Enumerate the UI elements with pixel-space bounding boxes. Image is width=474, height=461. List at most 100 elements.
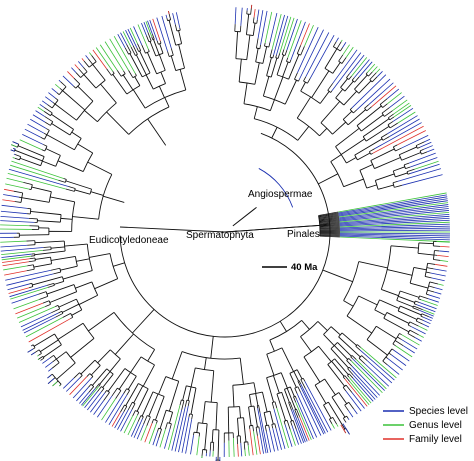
- tip-branch: [42, 357, 51, 364]
- tip-branch: [51, 88, 58, 94]
- tip-stem: [281, 49, 285, 55]
- tip-stem: [134, 73, 137, 76]
- internal-branch: [136, 388, 149, 412]
- tip-branch: [276, 407, 289, 448]
- internal-branch: [301, 320, 310, 330]
- tip-branch: [428, 294, 441, 299]
- tip-branch: [6, 177, 24, 183]
- internal-branch: [141, 391, 154, 417]
- internal-branch: [253, 382, 257, 394]
- internal-branch: [122, 74, 134, 91]
- tip-branch: [8, 287, 30, 294]
- tip-stem: [50, 267, 60, 271]
- internal-branch: [266, 57, 272, 76]
- tip-branch: [37, 355, 39, 357]
- tip-branch: [123, 415, 134, 434]
- tip-stem: [395, 147, 402, 152]
- pinales-tip: [339, 225, 450, 230]
- tip-stem: [156, 420, 158, 424]
- internal-branch: [347, 109, 366, 126]
- tip-stem: [42, 300, 50, 304]
- internal-branch: [366, 184, 377, 189]
- tip-stem: [40, 357, 45, 361]
- tip-stem: [26, 268, 35, 272]
- tip-branch: [96, 395, 113, 418]
- tip-stem: [419, 295, 429, 300]
- tip-stem: [146, 416, 151, 427]
- tip-stem: [348, 75, 352, 80]
- tip-branch: [89, 52, 92, 56]
- clade-arc: [186, 399, 190, 402]
- tip-branch: [419, 309, 434, 317]
- internal-branch: [56, 351, 67, 360]
- tip-branch: [111, 411, 121, 427]
- tip-branch: [148, 423, 157, 444]
- tip-branch: [409, 163, 440, 174]
- internal-branch: [338, 392, 348, 404]
- tip-stem: [298, 380, 302, 385]
- internal-branch: [78, 294, 98, 305]
- tip-stem: [369, 148, 375, 153]
- tip-branch: [58, 79, 61, 83]
- tip-stem: [342, 376, 346, 380]
- internal-branch: [383, 317, 410, 333]
- tip-stem: [392, 180, 398, 184]
- tip-branch: [345, 390, 362, 412]
- tip-stem: [73, 372, 80, 379]
- tip-branch: [299, 29, 324, 80]
- tip-branch: [300, 387, 325, 435]
- tip-branch: [101, 398, 117, 421]
- tip-stem: [346, 360, 353, 367]
- tip-stem: [88, 384, 92, 388]
- internal-branch: [324, 48, 338, 69]
- tip-stem: [379, 98, 388, 105]
- tip-stem: [14, 154, 21, 158]
- internal-arc: [113, 312, 155, 350]
- internal-branch: [272, 375, 280, 394]
- tip-stem: [123, 388, 128, 394]
- tip-branch: [7, 172, 66, 190]
- internal-branch: [57, 322, 84, 340]
- tip-branch: [295, 402, 312, 440]
- tip-branch: [290, 21, 306, 60]
- internal-branch: [370, 148, 395, 161]
- internal-branch: [343, 300, 354, 307]
- tip-branch: [144, 423, 153, 443]
- internal-branch: [375, 173, 395, 181]
- tip-branch: [436, 241, 450, 243]
- tip-stem: [421, 151, 428, 155]
- internal-arc: [40, 156, 45, 166]
- internal-branch: [417, 252, 435, 256]
- internal-branch: [254, 62, 260, 85]
- internal-branch: [376, 325, 397, 340]
- tip-stem: [346, 415, 349, 419]
- tip-stem: [47, 104, 53, 109]
- internal-branch: [109, 358, 121, 372]
- internal-arc: [95, 79, 106, 89]
- tip-stem: [137, 415, 142, 422]
- internal-branch: [210, 370, 215, 403]
- internal-arc: [76, 100, 94, 121]
- tip-branch: [386, 88, 400, 99]
- tip-stem: [151, 419, 154, 424]
- tip-branch: [233, 437, 235, 457]
- internal-branch: [50, 196, 75, 203]
- internal-branch: [393, 166, 405, 172]
- internal-branch: [37, 220, 61, 223]
- tip-stem: [403, 162, 410, 166]
- internal-branch: [49, 291, 77, 303]
- internal-branch: [334, 358, 349, 375]
- tip-stem: [28, 260, 36, 263]
- pinales-tip-stem: [318, 212, 339, 217]
- pinales-tip: [339, 235, 450, 241]
- tip-stem: [29, 257, 36, 260]
- tip-stem: [255, 427, 258, 436]
- tip-branch: [296, 393, 318, 438]
- tip-branch: [428, 316, 433, 319]
- tip-branch: [422, 323, 430, 328]
- tip-branch: [4, 188, 14, 192]
- tip-stem: [62, 313, 71, 318]
- internal-branch: [377, 184, 394, 190]
- internal-branch: [64, 243, 88, 247]
- tip-branch: [3, 265, 28, 271]
